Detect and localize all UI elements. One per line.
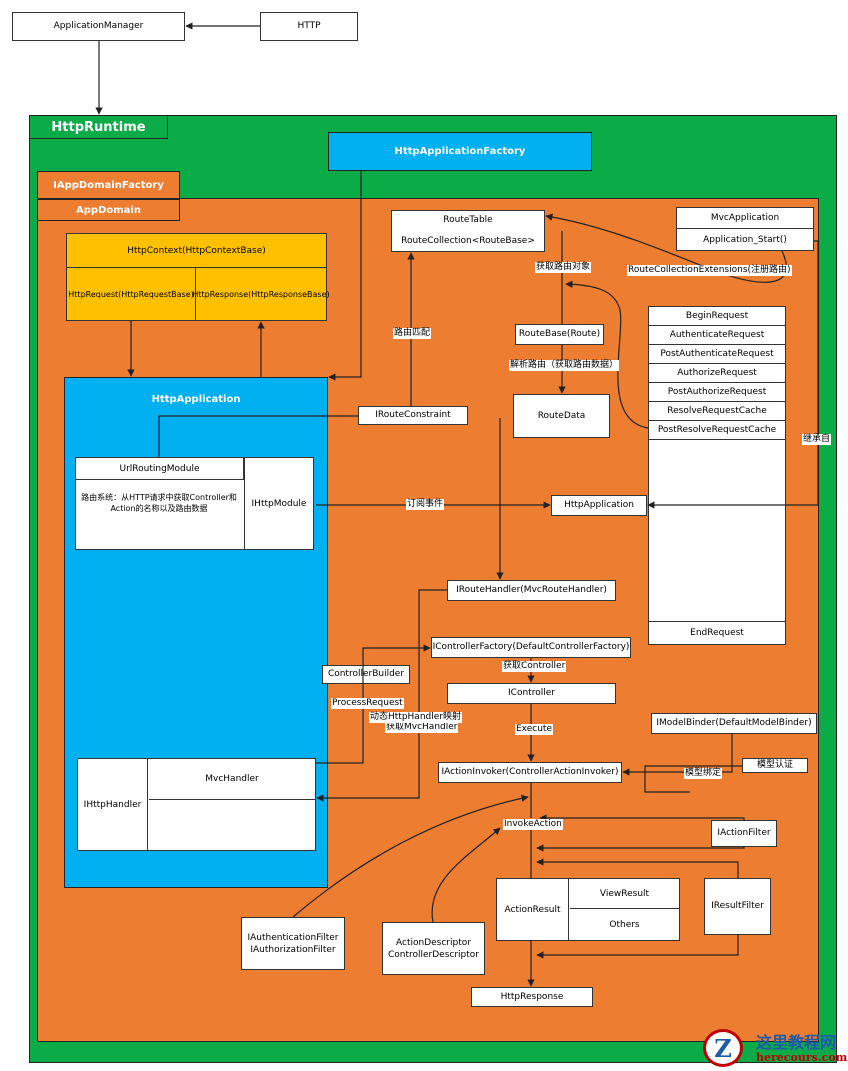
event-item: AuthenticateRequest [649, 326, 785, 345]
http-response: HttpResponse(HttpResponseBase) [192, 289, 330, 299]
http-box: HTTP [260, 12, 358, 41]
http-application-title: HttpApplication [151, 393, 241, 405]
action-result-label: ActionResult [497, 879, 569, 940]
subscribe-label: 订阅事件 [406, 499, 445, 510]
modelbinder-to-invoker [622, 734, 733, 776]
route-data-box: RouteData [513, 394, 610, 438]
route-handler-box: IRouteHandler(MvcRouteHandler) [447, 580, 616, 601]
event-item: AuthorizeRequest [649, 364, 785, 383]
ihttphandler-label: IHttpHandler [78, 759, 148, 850]
mvc-application-title: MvcApplication [677, 208, 813, 229]
url-routing-module-box: UrlRoutingModule 路由系统：从HTTP请求中获取Controll… [75, 457, 314, 550]
actionfilter-loop [539, 814, 745, 822]
http-request: HttpRequest(HttpRequestBase) [67, 268, 196, 320]
parse-route-label: 解析路由（获取路由数据） [509, 360, 620, 371]
mvcapp-inherit [647, 240, 819, 509]
get-route-object-label: 获取路由对象 [535, 262, 592, 273]
authentication-filter: IAuthenticationFilter [247, 933, 339, 943]
mvc-handler-label: MvcHandler [149, 759, 315, 800]
route-collection: RouteCollection<RouteBase> [401, 236, 535, 246]
inherit-from-label: 继承自 [802, 434, 832, 445]
action-filter-box: IActionFilter [711, 820, 777, 847]
ihttpmodule-label: IHttpModule [251, 498, 307, 509]
app-domain-factory: IAppDomainFactory [37, 171, 180, 199]
watermark-title: 这里教程网 [756, 1033, 837, 1052]
action-invoker-box: IActionInvoker(ControllerActionInvoker) [438, 762, 622, 783]
events-box: BeginRequest AuthenticateRequest PostAut… [648, 306, 786, 645]
event-end: EndRequest [649, 621, 785, 644]
handler-to-mvchandler [316, 589, 447, 802]
events-to-routebase [565, 280, 649, 429]
event-item: ResolveRequestCache [649, 402, 785, 421]
authorization-filter: IAuthorizationFilter [250, 945, 336, 955]
http-context-box: HttpContext(HttpContextBase) HttpRequest… [66, 233, 330, 321]
register-routes-label: RouteCollectionExtensions(注册路由) [627, 265, 792, 276]
event-item: PostAuthorizeRequest [649, 383, 785, 402]
controller-builder-box: ControllerBuilder [322, 665, 410, 684]
route-base-box: RouteBase(Route) [515, 324, 604, 345]
process-request-label: ProcessRequest [331, 698, 404, 709]
execute-label: Execute [515, 724, 553, 735]
dynamic-mapping-label: 动态HttpHandler映射 [369, 712, 462, 723]
route-constraint-box: IRouteConstraint [358, 406, 468, 425]
get-mvc-handler-label: 获取MvcHandler [385, 722, 459, 733]
route-table-box: RouteTable RouteCollection<RouteBase> [391, 210, 545, 252]
http-context-title: HttpContext(HttpContextBase) [67, 234, 326, 268]
event-item: PostAuthenticateRequest [649, 345, 785, 364]
others-result: Others [609, 920, 640, 930]
route-match-label: 路由匹配 [393, 328, 432, 339]
http-application-event-box: HttpApplication [551, 495, 647, 516]
event-item: PostResolveRequestCache [649, 421, 785, 440]
application-manager-box: ApplicationManager [12, 12, 185, 41]
app-domain-title: AppDomain [37, 199, 180, 221]
actionfilter-return [536, 844, 745, 852]
http-runtime-title: HttpRuntime [29, 115, 168, 139]
descriptors-box: ActionDescriptor ControllerDescriptor [382, 922, 485, 975]
routing-divider [244, 458, 245, 549]
http-application-factory: HttpApplicationFactory [328, 132, 592, 171]
mvc-application-box: MvcApplication Application_Start() [676, 207, 814, 251]
route-table-title: RouteTable [443, 215, 493, 225]
ihttphandler-box: IHttpHandler MvcHandler [77, 758, 316, 851]
action-result-box: ActionResult ViewResult Others [496, 878, 680, 941]
controller-descriptor: ControllerDescriptor [387, 950, 480, 960]
view-result: ViewResult [570, 879, 679, 909]
url-routing-module-title: UrlRoutingModule [76, 458, 244, 480]
routing-desc: 路由系统：从HTTP请求中获取Controller和Action的名称以及路由数… [81, 493, 237, 513]
watermark-url: herecours.com [756, 1051, 848, 1064]
watermark-logo: Z 这里教程网 herecours.com [701, 1027, 847, 1069]
validation-to-invoker [644, 765, 742, 793]
factory-to-httpapp [328, 171, 362, 381]
model-validation-box: 模型认证 [742, 758, 808, 773]
resultfilter-loop [536, 858, 739, 878]
get-controller-label: 获取Controller [502, 661, 567, 672]
application-start: Application_Start() [703, 235, 787, 245]
model-binding-label: 模型绑定 [684, 768, 723, 779]
model-binder-box: IModelBinder(DefaultModelBinder) [651, 713, 817, 734]
action-descriptor: ActionDescriptor [396, 938, 471, 948]
http-response-box: HttpResponse [471, 987, 593, 1007]
controller-factory-box: IControllerFactory(DefaultControllerFact… [431, 637, 631, 658]
resultfilter-return [536, 935, 739, 959]
icontroller-box: IController [447, 683, 616, 704]
authfilter-to-invoke [292, 794, 529, 918]
auth-filters-box: IAuthenticationFilter IAuthorizationFilt… [241, 917, 345, 970]
invoke-action-label: InvokeAction [503, 819, 563, 830]
descriptor-to-invoke [431, 827, 501, 923]
constraint-to-module [158, 415, 358, 457]
watermark-z-icon: Z [703, 1029, 743, 1067]
result-filter-box: IResultFilter [704, 878, 771, 935]
event-item: BeginRequest [649, 307, 785, 326]
